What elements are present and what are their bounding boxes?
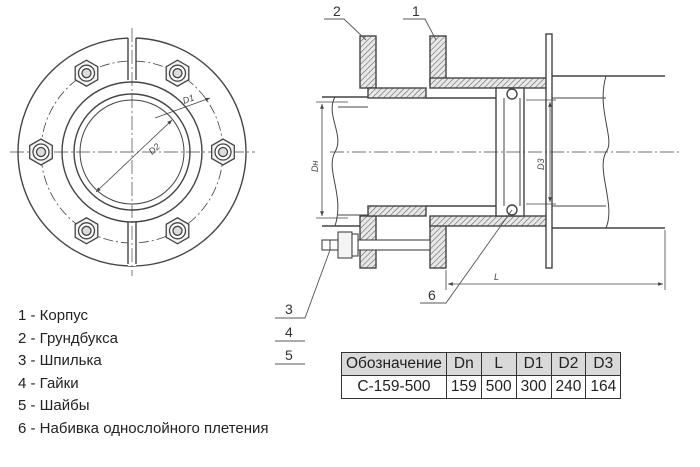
- label-dn: Dн: [310, 161, 320, 172]
- cell-d2: 240: [550, 375, 587, 399]
- label-d1: D1: [181, 93, 195, 106]
- gland-flange-top: [359, 35, 377, 89]
- callout-6: 6: [428, 287, 436, 303]
- nut-left: [337, 231, 353, 259]
- cell-d3: 164: [585, 375, 622, 399]
- label-d3: D3: [536, 158, 546, 170]
- packing-ring-top: [506, 88, 518, 100]
- header-d3: D3: [585, 352, 622, 376]
- header-d2: D2: [550, 352, 587, 376]
- header-l: L: [480, 352, 517, 376]
- pipe-left: [322, 96, 368, 227]
- right-flange: [545, 33, 553, 269]
- callout-1: 1: [412, 3, 420, 19]
- gland-sleeve-bottom: [367, 205, 427, 217]
- header-designation: Обозначение: [341, 352, 447, 376]
- table-row: С-159-500 159 500 300 240 164: [341, 375, 622, 399]
- washer-left: [351, 233, 359, 257]
- body-flange-bottom: [429, 219, 447, 269]
- legend-item-1: 1 - Корпус: [18, 307, 89, 324]
- callout-2: 2: [333, 3, 341, 19]
- bolt-nuts: [29, 59, 235, 245]
- header-dn: Dn: [445, 352, 482, 376]
- body-top: [429, 77, 549, 89]
- callout-4: 4: [285, 324, 293, 340]
- stud-bolt: [321, 239, 431, 251]
- hex-nut-icon: [74, 217, 99, 245]
- cell-d1: 300: [515, 375, 552, 399]
- hex-nut-icon: [29, 138, 53, 166]
- label-l: L: [494, 272, 499, 282]
- body-bottom: [429, 215, 549, 227]
- section-view: [321, 33, 680, 269]
- pipe-right: [552, 75, 665, 229]
- hex-nut-icon: [165, 59, 190, 87]
- header-d1: D1: [515, 352, 552, 376]
- cell-dn: 159: [445, 375, 482, 399]
- body-flange-top: [429, 35, 447, 85]
- spec-table: Обозначение Dn L D1 D2 D3 С-159-500 159 …: [341, 352, 622, 399]
- dimension-lines: [316, 99, 666, 290]
- callout-leaders: [275, 18, 513, 365]
- spec-table-header: Обозначение Dn L D1 D2 D3: [341, 352, 622, 376]
- legend-item-4: 4 - Гайки: [18, 374, 79, 392]
- legend-item-3: 3 - Шпилька: [18, 352, 102, 370]
- cell-designation: С-159-500: [341, 375, 447, 399]
- callout-5: 5: [285, 347, 293, 363]
- legend-item-5: 5 - Шайбы: [18, 397, 90, 415]
- legend-item-6: 6 - Набивка однослойного плетения: [18, 419, 269, 437]
- callout-3: 3: [285, 301, 293, 317]
- hex-nut-icon: [74, 59, 99, 87]
- cell-l: 500: [480, 375, 517, 399]
- hex-nut-icon: [165, 217, 190, 245]
- gland-sleeve-top: [367, 87, 427, 99]
- legend-item-2: 2 - Грундбукса: [18, 329, 118, 347]
- parts-legend: 1 - Корпус 2 - Грундбукса 3 - Шпилька 4 …: [18, 305, 269, 441]
- hex-nut-icon: [211, 138, 235, 166]
- pipe-left-break: [331, 96, 339, 227]
